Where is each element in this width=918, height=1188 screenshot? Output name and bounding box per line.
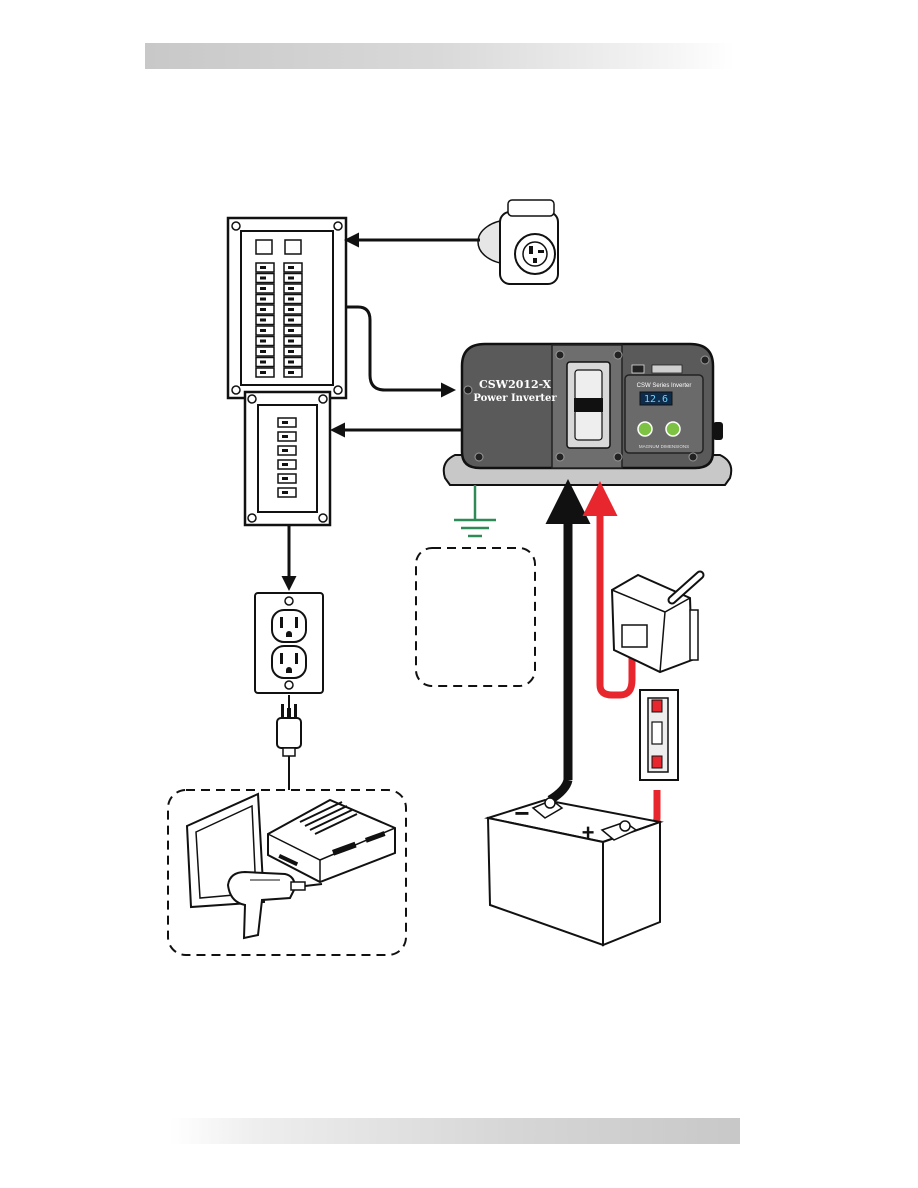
plug-icon [276,704,302,757]
breaker-toggle [282,491,288,494]
breaker-toggle [282,421,288,424]
breaker-toggle [288,318,294,322]
breaker-toggle [288,297,294,301]
breaker-toggle [288,350,294,353]
inverter-name-label: Power Inverter [473,393,557,404]
breaker-toggle [288,371,294,374]
optional-component-box [415,547,536,687]
battery-positive-symbol: + [582,820,595,845]
breaker-toggle [260,329,266,332]
breaker-toggle [260,318,266,322]
sub-breaker-panel [243,390,332,527]
ac-loads-group [167,789,407,956]
inverter-brand: MAGNUM DIMENSIONS [639,444,689,449]
breaker-toggle [282,477,288,480]
breaker-toggle [260,297,266,301]
breaker-toggle [282,449,288,452]
negative-dc-cable [545,479,591,804]
drill-icon [226,870,323,940]
breaker-toggle [260,266,266,269]
main-breaker-panel [226,216,348,400]
breaker-toggle [260,350,266,353]
inverter-model-label: CSW2012-X [479,378,551,391]
battery-negative-symbol: − [514,798,529,828]
header-band [145,43,735,69]
breaker-toggle [288,276,294,280]
inverter-unit [442,342,733,486]
breaker-toggle [288,360,294,364]
breaker-toggle [288,308,294,311]
dc-fuse-icon [639,689,679,781]
breaker-toggle [288,266,294,269]
breaker-toggle [260,371,266,374]
inverter-display: 12.6 [644,394,668,405]
breaker-toggle [288,329,294,332]
dc-disconnect-switch-icon [610,570,705,674]
breaker-toggle [288,287,294,290]
breaker-toggle [260,276,266,280]
ac-connections [281,232,480,790]
ac-outlet-icon [254,592,324,694]
battery-icon [484,797,664,947]
shore-power-inlet-icon [477,199,559,285]
footer-band [170,1118,740,1144]
inverter-panel-title: CSW Series Inverter [637,383,692,389]
breaker-toggle [282,435,288,438]
breaker-toggle [282,463,288,466]
dvd-player-icon [267,798,396,884]
ground-symbol-icon [454,485,496,538]
breaker-toggle [288,339,294,343]
breaker-toggle [260,339,266,343]
breaker-toggle [260,360,266,364]
breaker-toggle [260,287,266,290]
breaker-toggle [260,308,266,311]
